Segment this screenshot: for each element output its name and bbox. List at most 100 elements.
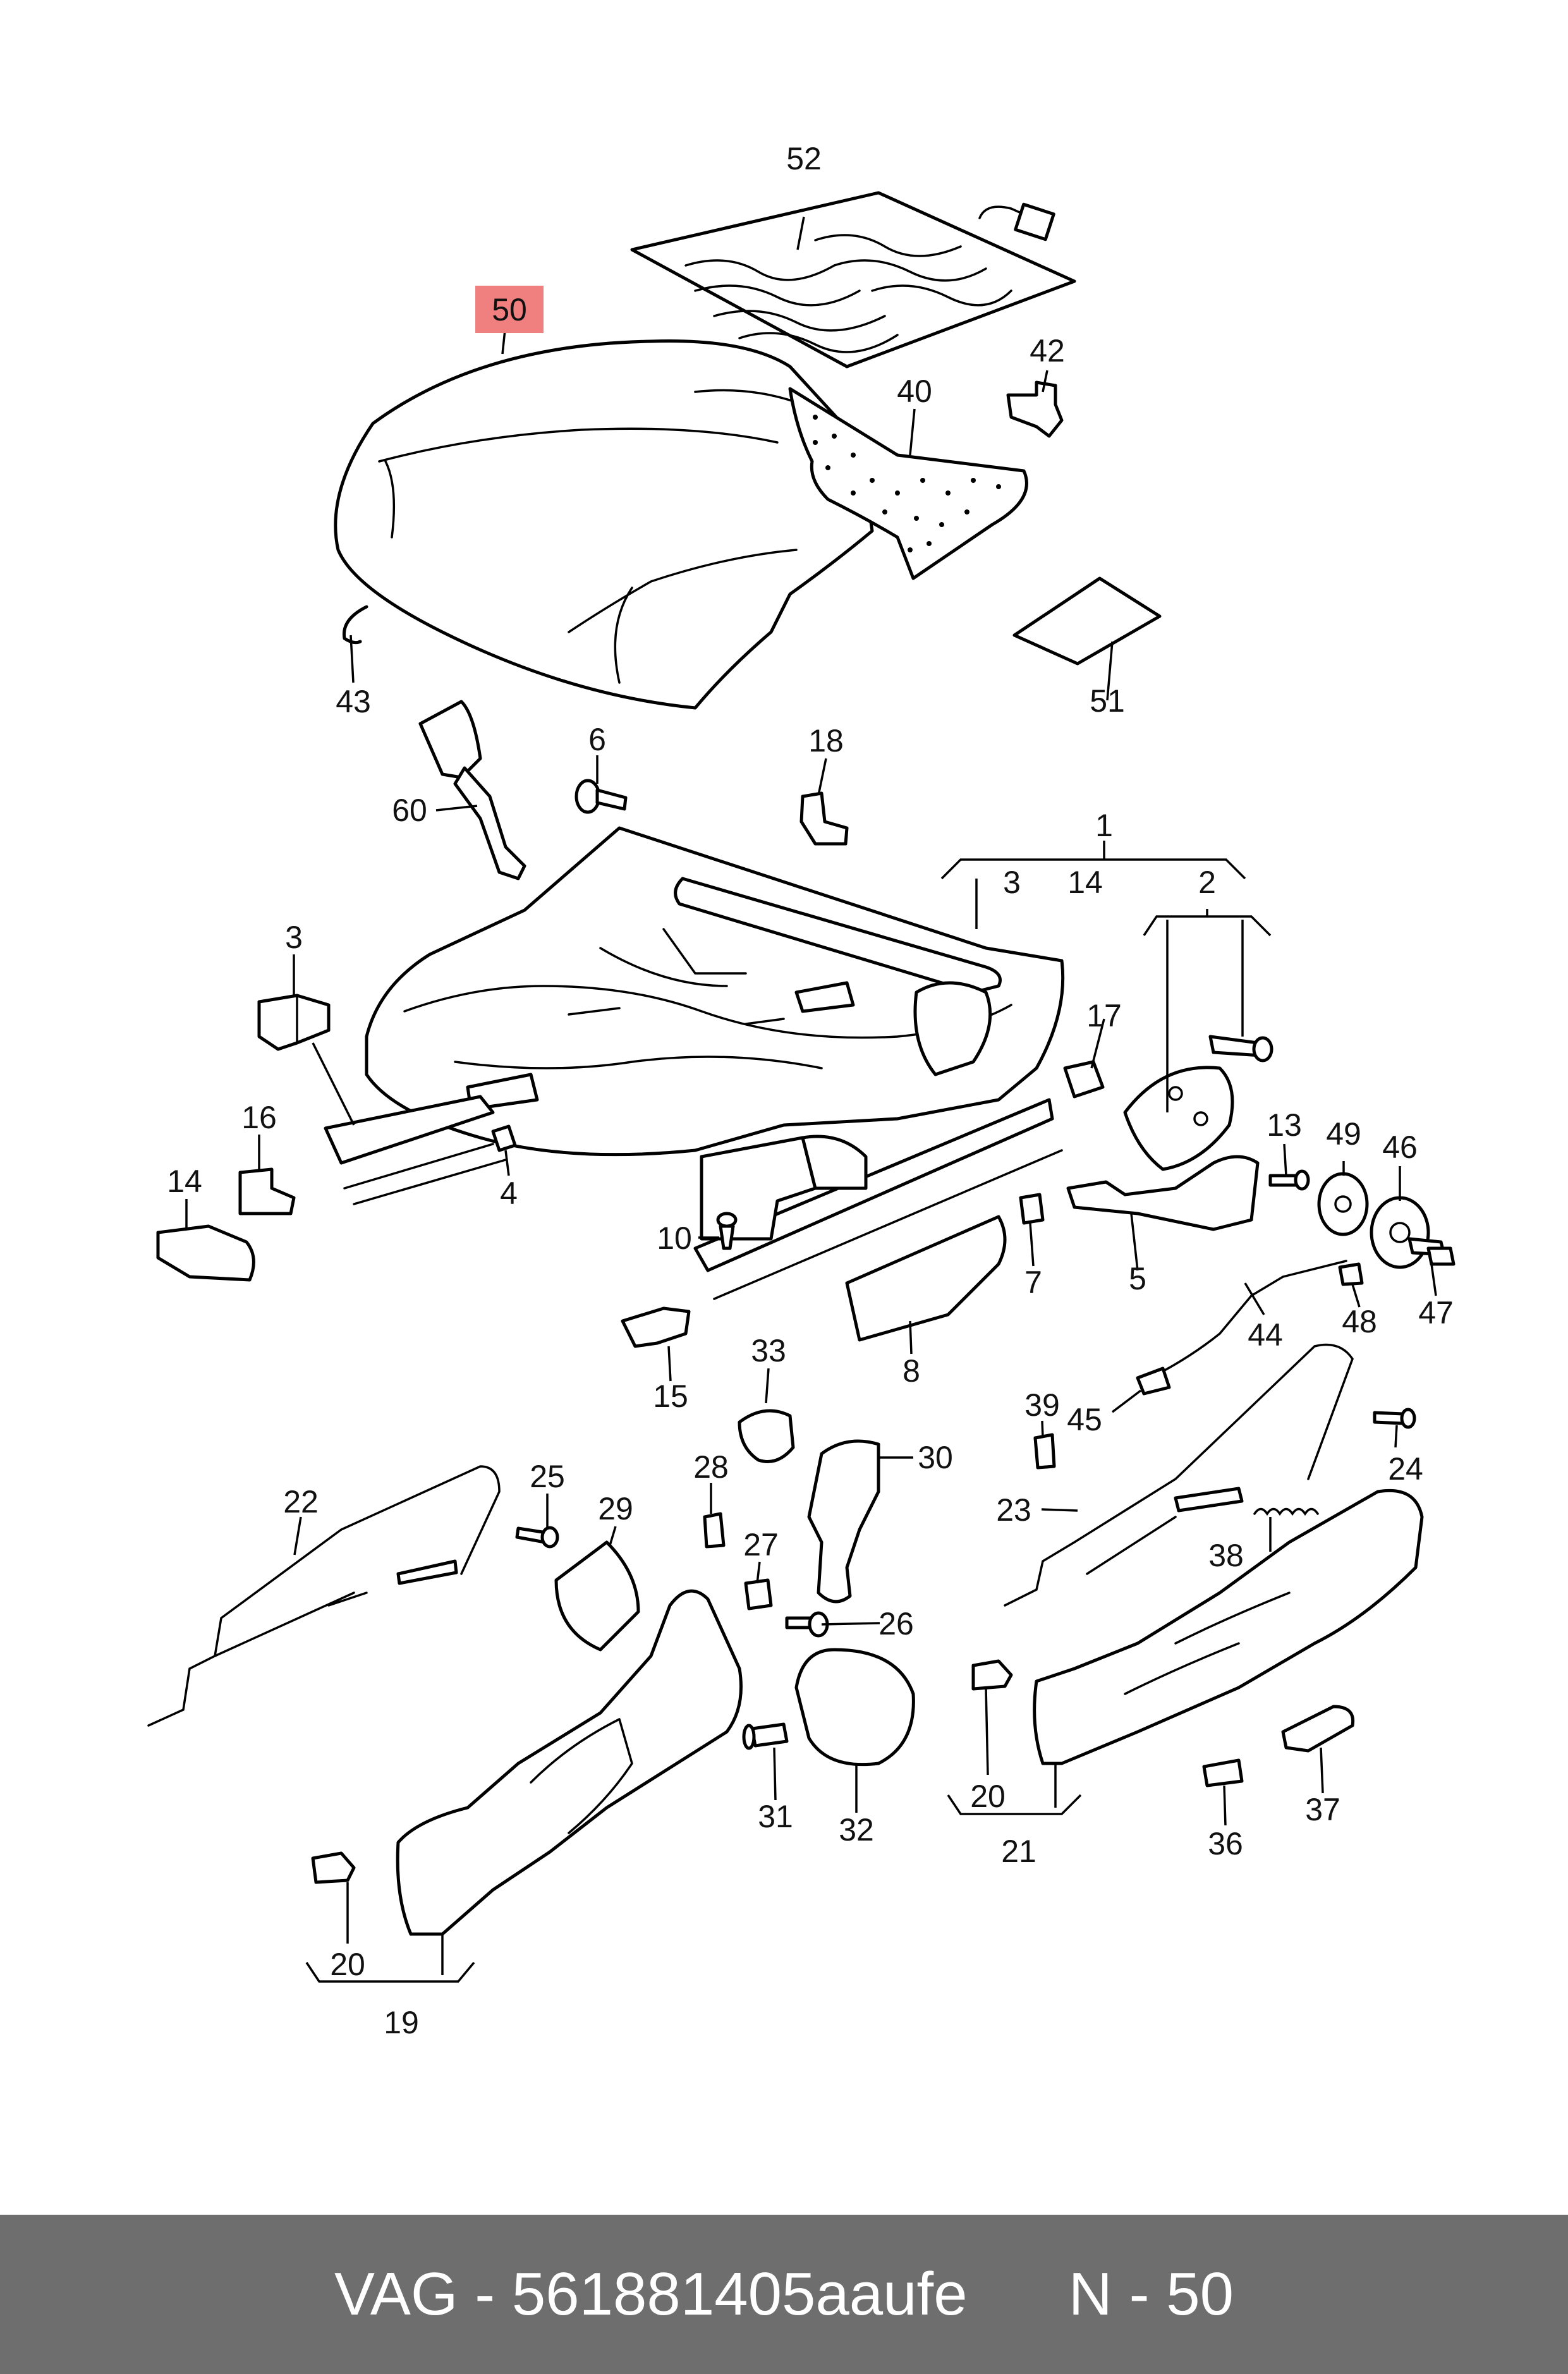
label-14-frame: 14	[1067, 865, 1103, 900]
label-49: 49	[1326, 1116, 1361, 1152]
label-4: 4	[500, 1176, 518, 1211]
label-7: 7	[1024, 1265, 1042, 1300]
label-19: 19	[384, 2005, 419, 2040]
label-42: 42	[1030, 333, 1065, 368]
label-20-left: 20	[330, 1947, 365, 1982]
label-31: 31	[758, 1799, 793, 1834]
screw-25-part	[515, 1526, 559, 1549]
label-14: 14	[167, 1164, 202, 1199]
label-8: 8	[903, 1353, 920, 1389]
clip-39-part	[1033, 1433, 1056, 1470]
cap-37-part	[1281, 1705, 1355, 1753]
label-3: 3	[285, 920, 303, 955]
side-trim-21-part	[1033, 1488, 1424, 1765]
label-20-right: 20	[970, 1779, 1006, 1814]
highlight-box	[475, 286, 544, 333]
label-37: 37	[1305, 1792, 1340, 1827]
clip-28-part	[703, 1512, 726, 1549]
clip-48-part	[1338, 1262, 1364, 1286]
label-28: 28	[693, 1449, 729, 1485]
label-48: 48	[1342, 1304, 1377, 1339]
clip-36-part	[1202, 1758, 1244, 1787]
clip-ring-part	[342, 605, 368, 645]
label-52: 52	[786, 141, 822, 176]
label-21: 21	[1001, 1834, 1036, 1869]
lever-30-part	[807, 1439, 880, 1604]
plate-29-part	[554, 1540, 640, 1652]
label-16: 16	[241, 1100, 277, 1135]
clip-17-part	[1063, 1060, 1105, 1099]
spring-38-part	[1253, 1507, 1319, 1516]
knob-32-part	[794, 1648, 915, 1767]
clip-31-part	[742, 1722, 789, 1750]
label-15: 15	[653, 1379, 688, 1414]
caption-separator: -	[458, 2260, 512, 2328]
label-39: 39	[1024, 1387, 1060, 1423]
caption-gap	[968, 2260, 1069, 2329]
bolt-26-part	[785, 1611, 829, 1638]
label-36: 36	[1208, 1826, 1243, 1861]
label-46: 46	[1382, 1129, 1418, 1165]
clip-15-part	[621, 1306, 691, 1348]
label-24: 24	[1388, 1451, 1423, 1487]
part-labels: 52 50 42 40 43 51 6 18 60 1 3 14 2 3 17 …	[167, 141, 1454, 2040]
label-43: 43	[336, 684, 371, 719]
side-trim-19-part	[396, 1589, 743, 1936]
label-47: 47	[1418, 1295, 1454, 1330]
caption-bar: VAG - 561881405aaufe N - 50	[0, 2215, 1568, 2374]
label-23: 23	[996, 1492, 1031, 1528]
gear-49-part	[1317, 1172, 1369, 1236]
caption-brand: VAG	[334, 2260, 458, 2328]
height-adjuster-2-part	[1123, 1035, 1273, 1171]
label-6: 6	[588, 722, 606, 757]
label-13: 13	[1267, 1107, 1302, 1143]
label-33: 33	[751, 1333, 786, 1368]
label-25: 25	[530, 1459, 565, 1494]
label-30: 30	[918, 1440, 953, 1475]
label-10: 10	[657, 1220, 692, 1256]
label-60: 60	[392, 793, 427, 828]
exploded-parts-diagram: 52 50 42 40 43 51 6 18 60 1 3 14 2 3 17 …	[147, 141, 1456, 2040]
connector-42-part	[1006, 380, 1064, 438]
label-17: 17	[1086, 998, 1122, 1033]
clip-4-part	[491, 1124, 517, 1152]
screw-10-part	[716, 1212, 738, 1250]
leader-lines	[185, 216, 1437, 1983]
frame-bar-22-part	[147, 1465, 501, 1727]
rod-5-part	[1066, 1155, 1260, 1231]
clip-20-left-part	[311, 1851, 356, 1884]
felt-pad-part	[788, 387, 1028, 580]
clip-16-part	[238, 1167, 296, 1215]
belt-buckle-part	[418, 700, 526, 880]
sensor-3-part	[257, 994, 331, 1051]
clip-45-part	[1136, 1367, 1171, 1396]
label-32: 32	[839, 1812, 874, 1847]
seat-cushion-part	[334, 339, 874, 710]
label-51: 51	[1090, 683, 1125, 719]
label-40: 40	[897, 374, 932, 409]
label-sheet-part	[1012, 576, 1162, 666]
label-44: 44	[1248, 1317, 1283, 1353]
cover-33-part	[738, 1409, 795, 1463]
label-26: 26	[878, 1606, 914, 1641]
caption-part-number: 561881405aaufe	[511, 2260, 968, 2328]
label-29: 29	[598, 1491, 633, 1526]
heating-mat-part	[630, 191, 1076, 368]
trim-8-part	[845, 1215, 1007, 1342]
frame-bar-23-part	[1004, 1343, 1354, 1607]
label-5: 5	[1129, 1261, 1146, 1296]
label-3-frame: 3	[1003, 865, 1021, 900]
bolt-6-part	[574, 779, 628, 814]
label-27: 27	[743, 1527, 779, 1562]
clip-7-part	[1019, 1193, 1045, 1225]
label-22: 22	[283, 1484, 319, 1519]
clip-27-part	[744, 1578, 773, 1610]
caption-ref: N - 50	[1068, 2260, 1234, 2328]
clip-47-part	[1426, 1246, 1456, 1266]
label-45: 45	[1067, 1402, 1102, 1437]
screw-24-part	[1373, 1408, 1416, 1429]
label-2: 2	[1198, 865, 1216, 900]
label-18: 18	[808, 723, 844, 758]
label-50-highlighted: 50	[492, 292, 527, 327]
clip-20-right-part	[971, 1659, 1013, 1691]
